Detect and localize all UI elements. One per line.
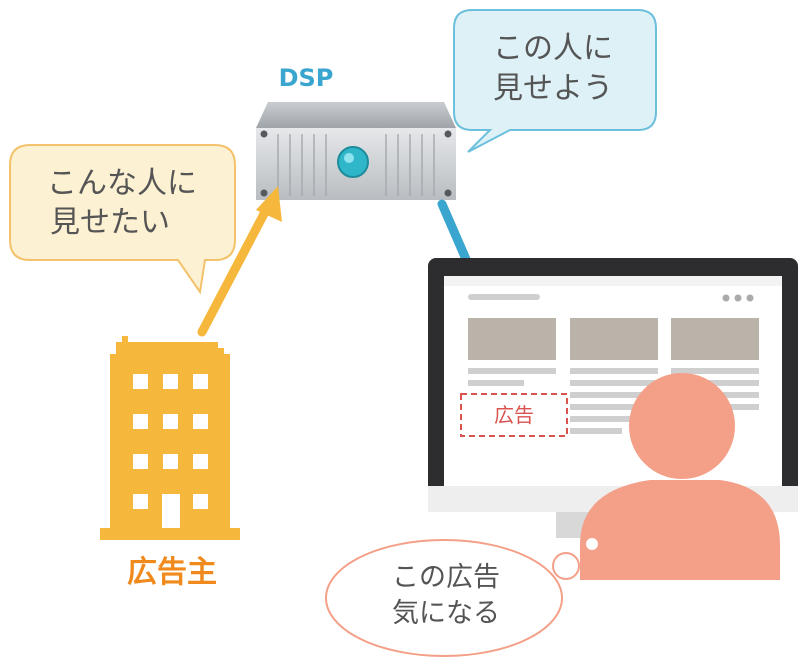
dsp-speech-bubble: この人に 見せよう: [453, 9, 657, 153]
thought-dot-large: [552, 552, 580, 580]
ad-label: 広告: [494, 403, 534, 427]
server-top: [256, 102, 456, 128]
advertiser-speech-bubble: こんな人に 見せたい: [9, 144, 236, 295]
server-indicator-light: [337, 146, 369, 178]
dsp-server: [256, 102, 456, 200]
server-vents: [277, 134, 435, 196]
viewer-bubble-line2: 気になる: [392, 598, 500, 629]
advertiser-bubble-line1: こんな人に: [47, 166, 197, 201]
person-body: [580, 480, 780, 580]
dsp-bubble-line1: この人に: [493, 31, 613, 66]
building-windows: [133, 374, 208, 509]
building-door: [162, 494, 180, 528]
viewer-thought-bubble: この広告 気になる: [325, 536, 600, 657]
advertiser-bubble-line2: 見せたい: [50, 205, 170, 240]
viewer-bubble-line1: この広告: [392, 562, 500, 593]
dsp-bubble-line2: 見せよう: [493, 71, 613, 106]
advertiser-label: 広告主: [127, 555, 217, 590]
ad-slot: 広告: [460, 393, 568, 437]
advertiser-building: [100, 336, 240, 540]
dsp-label: DSP: [279, 64, 334, 92]
thought-dot-small: [584, 536, 600, 552]
person-head: [629, 373, 735, 479]
advertiser-to-dsp-arrow: [197, 186, 282, 337]
viewer-person: [580, 373, 780, 580]
